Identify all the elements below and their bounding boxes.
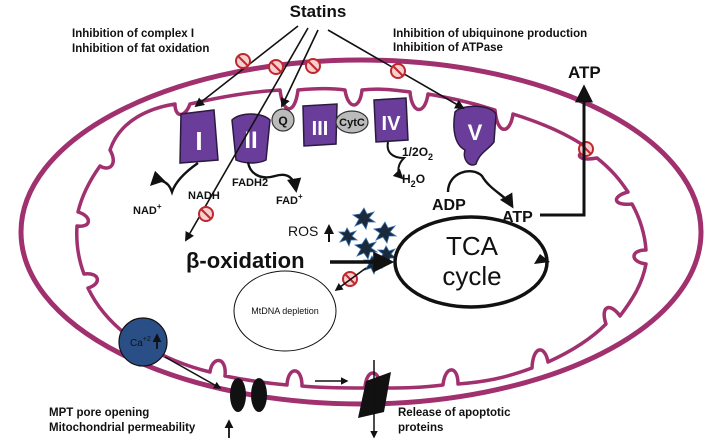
complex-iii	[302, 103, 338, 147]
inhibition-complex-i: Inhibition of complex I	[72, 28, 194, 40]
adp-label: ADP	[432, 197, 466, 214]
mpt-pore-left	[230, 378, 246, 412]
complex-iv	[373, 97, 409, 143]
ros-label: ROS	[288, 223, 318, 239]
apoptotic-release-label: Release of apoptotic	[398, 407, 511, 419]
cytochrome-c-label: CytC	[339, 117, 365, 129]
inhibit-icon-ubiquinone	[305, 58, 321, 74]
apoptotic-proteins-label: proteins	[398, 422, 443, 434]
mpt-pore-opening-label: MPT pore opening	[49, 407, 149, 419]
fadh2-arrow	[246, 161, 302, 193]
complex-v	[453, 105, 497, 166]
tca-label-line1: TCA	[446, 231, 499, 261]
nad-plus-label: NAD+	[133, 202, 162, 217]
inhibit-icon-nadh	[198, 206, 214, 222]
atp-top-label: ATP	[568, 63, 601, 82]
calcium-circle	[118, 317, 168, 367]
mtdna-arrow	[334, 267, 367, 291]
inhibition-ubiquinone: Inhibition of ubiquinone production	[393, 28, 587, 40]
complex-iv-label: IV	[382, 113, 402, 135]
complex-ii	[231, 113, 271, 164]
inhibit-icon-complex-i	[235, 53, 251, 69]
inhibit-icon-beta-oxidation	[268, 59, 284, 75]
tca-label-line2: cycle	[442, 261, 501, 291]
inhibition-atpase: Inhibition of ATPase	[393, 42, 503, 54]
complex-i-label: I	[195, 126, 202, 156]
mito-permeability-label: Mitochondrial permeability	[49, 422, 196, 434]
complex-v-label: V	[468, 120, 483, 145]
inhibit-icon-atpase	[390, 63, 406, 79]
mtdna-label: MtDNA depletion	[251, 306, 319, 316]
calcium-label: Ca+2	[130, 336, 151, 349]
tca-cycle-arrowhead	[534, 254, 550, 264]
ubiquinone-q-label: Q	[278, 114, 287, 128]
nadh-label: NADH	[188, 190, 220, 202]
water-arrow	[386, 141, 407, 180]
complex-i	[179, 109, 219, 164]
fadh2-label: FADH2	[232, 177, 268, 189]
nadh-arrow	[149, 162, 199, 196]
inhibition-fat-oxidation: Inhibition of fat oxidation	[72, 43, 209, 55]
inhibit-icon-atp-export	[578, 141, 594, 157]
h2o-label: H2O	[402, 172, 425, 189]
cytochrome-c	[335, 110, 369, 134]
fad-plus-label: FAD+	[276, 192, 303, 207]
adp-atp-arrow	[446, 170, 514, 209]
atp-export-arrow	[540, 84, 593, 217]
complex-ii-label: II	[244, 127, 257, 154]
calcium-to-pore-arrow	[164, 356, 222, 389]
mtdna-bubble	[233, 270, 337, 352]
complex-iii-label: III	[312, 118, 329, 140]
half-o2-label: 1/2O2	[402, 145, 433, 162]
mpt-pore-right	[251, 378, 267, 412]
beta-oxidation-label: β-oxidation	[186, 248, 305, 273]
ubiquinone-q	[271, 108, 295, 132]
statins-title: Statins	[290, 2, 347, 21]
